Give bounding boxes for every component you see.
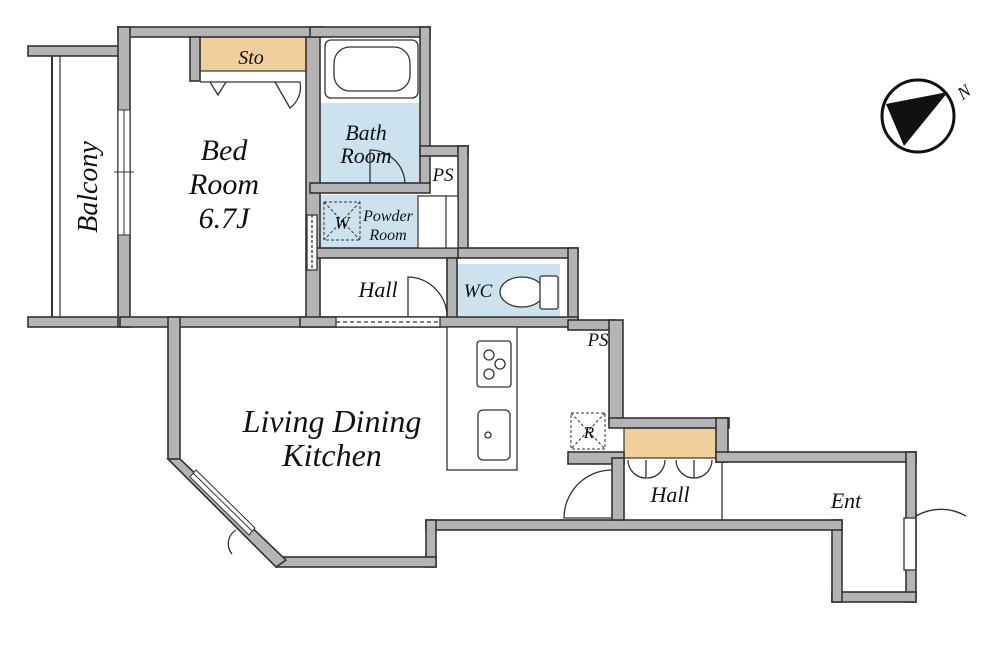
windows [114, 109, 256, 536]
bed-label-line2: Room [188, 168, 259, 201]
north-mark: N [953, 80, 976, 104]
kitchen-counter [446, 326, 518, 471]
ldk-label-line2: Kitchen [281, 437, 382, 473]
doors [200, 81, 967, 571]
storage-label: Sto [238, 47, 264, 69]
bathtub [324, 39, 419, 99]
powder-label-line1: Powder [362, 208, 414, 225]
washer-space [323, 201, 361, 241]
balcony-area [27, 45, 121, 328]
bath-label-line1: Bath [345, 120, 387, 145]
fridge-space [570, 412, 606, 450]
balcony-label: Balcony [73, 141, 104, 233]
storage-fill [199, 36, 311, 72]
ps-lower-label: PS [586, 330, 609, 351]
entry-storage-fill [623, 427, 717, 459]
ps-upper-label: PS [431, 165, 454, 186]
ldk-label-line1: Living Dining [242, 403, 422, 439]
room-labels: Balcony Sto Bath Room PS Bed Room 6.7J W… [73, 47, 862, 513]
hall-upper-label: Hall [357, 277, 397, 302]
fridge-mark: R [583, 423, 595, 442]
north-arrow-icon: N [880, 78, 976, 154]
hall-lower-label: Hall [649, 482, 689, 507]
washer-mark: W [335, 213, 352, 233]
wc-label: WC [464, 281, 493, 302]
bed-label-line3: 6.7J [199, 202, 252, 235]
washbasin [417, 195, 459, 249]
bed-label-line1: Bed [201, 134, 249, 167]
toilet [499, 275, 559, 310]
powder-label-line2: Room [368, 227, 406, 244]
entrance-label: Ent [830, 488, 862, 513]
bath-label-line2: Room [339, 143, 391, 168]
